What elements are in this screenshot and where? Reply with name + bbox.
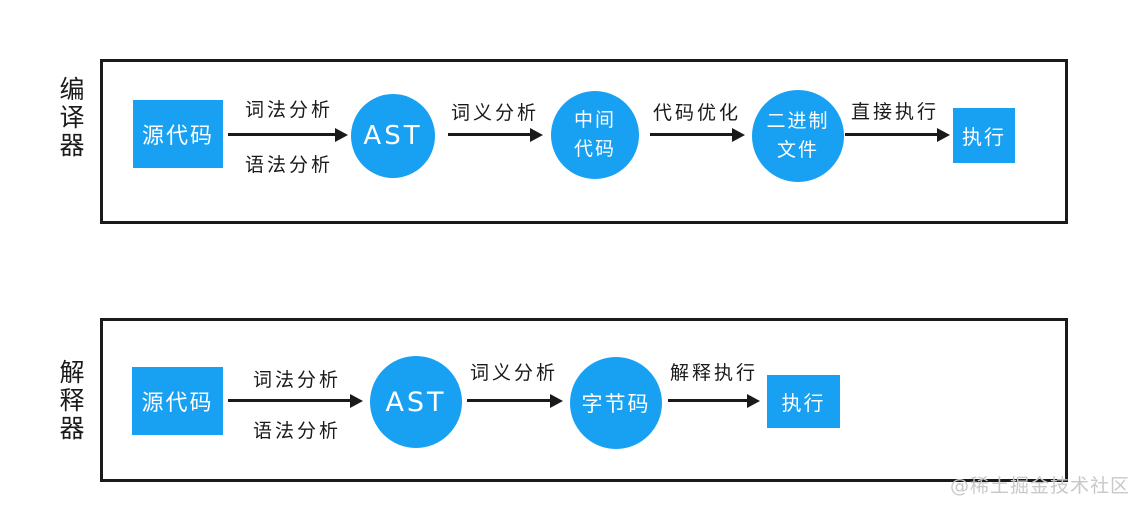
interpreter-arrow-bytecode-to-execute — [668, 399, 747, 402]
interpreter-semantic-analysis-label: 词义分析 — [469, 362, 559, 384]
interpreter-bytecode-node: 字节码 — [570, 357, 662, 449]
interpreter-ast-node: AST — [370, 356, 462, 448]
watermark: @稀土掘金技术社区 — [949, 475, 1130, 497]
compiler-panel — [100, 59, 1068, 224]
compiler-arrow-intermediate-to-binary — [650, 133, 732, 136]
compiler-panel-label: 编译器 — [56, 76, 85, 160]
interpreter-arrow-ast-to-bytecode — [467, 399, 550, 402]
compiler-syntax-analysis-label: 语法分析 — [244, 154, 334, 176]
compiler-binary-file-line2: 文件 — [776, 139, 819, 161]
compiler-intermediate-code-line1: 中间 — [573, 108, 616, 131]
compiler-semantic-analysis-label: 词义分析 — [450, 102, 540, 124]
compiler-direct-execution-label: 直接执行 — [850, 101, 940, 123]
compiler-binary-file-node: 二进制 文件 — [752, 90, 844, 182]
interpreter-ast-text: AST — [385, 386, 447, 418]
compiler-intermediate-code-node: 中间 代码 — [551, 91, 639, 179]
compiler-execute-node: 执行 — [953, 108, 1015, 163]
interpreter-syntax-analysis-label: 语法分析 — [252, 420, 342, 442]
compiler-source-code-text: 源代码 — [141, 124, 214, 149]
interpreter-source-code-node: 源代码 — [132, 367, 223, 435]
interpreter-bytecode-text: 字节码 — [581, 392, 651, 416]
interpreter-panel — [100, 318, 1068, 482]
compiler-code-optimization-label: 代码优化 — [652, 102, 742, 124]
compiler-binary-file-line1: 二进制 — [766, 109, 830, 132]
interpreter-arrow-source-to-ast — [228, 399, 350, 402]
compiler-arrow-source-to-ast — [228, 133, 335, 136]
interpreter-lexical-analysis-label: 词法分析 — [252, 369, 342, 391]
compiler-execute-text: 执行 — [962, 125, 1006, 149]
interpreter-source-code-text: 源代码 — [141, 391, 214, 416]
interpreter-panel-label: 解释器 — [56, 359, 85, 443]
compiler-lexical-analysis-label: 词法分析 — [244, 99, 334, 121]
compiler-ast-node: AST — [351, 94, 435, 178]
interpreter-interpret-execution-label: 解释执行 — [669, 362, 759, 384]
compiler-arrow-ast-to-intermediate — [448, 133, 530, 136]
interpreter-execute-node: 执行 — [767, 375, 840, 428]
compiler-ast-text: AST — [363, 121, 423, 151]
compiler-source-code-node: 源代码 — [133, 100, 223, 168]
interpreter-execute-text: 执行 — [781, 391, 826, 415]
compiler-arrow-binary-to-execute — [845, 133, 937, 136]
compiler-intermediate-code-line2: 代码 — [573, 138, 616, 160]
